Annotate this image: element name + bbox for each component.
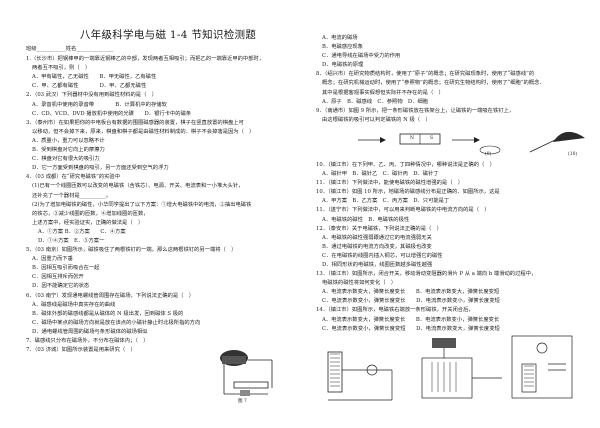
option-line: A．电磁铁的磁性 B．电磁铁的极性 <box>322 216 410 223</box>
option-line: A．甲方案 B．乙方案 C．丙方案 D．只可能是丁 <box>322 198 450 205</box>
question-line: 5．（03 南京）如图所示，磁铁吸住了两根铁钉的一端，那么这两根铁钉的另一端将（… <box>26 247 237 254</box>
option-line: C．因相互排斥而张开 <box>32 274 84 281</box>
question-line: 两者互不吸引，则（ ） <box>32 65 91 72</box>
figure-9-caption: (9) <box>485 152 492 157</box>
question-line: 概念；在研究机械运动时，使用了“参照物”的概念；在研究生物结构时，使用了“细胞”… <box>322 80 545 87</box>
question-line: 10．（镇江市）如图 10 所示，地磁场的磁感线分布是正确的．如图所示，这是 <box>316 189 500 196</box>
figure-7-caption: 图 7 <box>238 399 247 404</box>
option-line: C．电流表示数变小，弹簧长度变长 D．电流表示数变小，弹簧长度变短 <box>322 298 500 305</box>
question-line: 6．（03 南宁）发现通电螺线管周围存在磁场，下列说法正确的是（ ） <box>26 292 195 299</box>
option-line: B．通过电磁铁的电流方向改变，其磁极也改变 <box>322 243 432 250</box>
figure-9-10-row: N S (9) (10) <box>340 122 590 160</box>
question-line: 由这根磁铁的吸引可以判定磁铁的 N 极（ ） <box>322 116 431 123</box>
question-line: 11．（镇江市）下列做法中，能使电磁铁的磁性增强的是（ ） <box>316 180 464 187</box>
question-line: 以移动，但不会掉下来，原来，棋盘和棋子都是由磁性材料制成的．棋子不会掉落是因为（… <box>32 128 255 135</box>
option-line: B．磁体外部的磁感线都是从磁体的 N 极出发，回到磁体 S 极的 <box>32 310 184 317</box>
bar-magnet-s-label: S <box>430 136 434 141</box>
question-line: 4．（03 成都）在“研究电磁铁”的实验中 <box>26 174 121 181</box>
question-line: 其中是根据客观事实假想但实际并不存在的是（ ） <box>322 89 444 96</box>
question-line: 1.（长沙市）把钢棒甲的一端靠近钢棒乙的中部，发现两者互相吸引；而把乙的一端靠近… <box>26 56 265 63</box>
option-line: A．因重力而下垂 <box>32 256 73 263</box>
question-line: 9．（南通市）如图 9 所示，把一条形磁铁放在铁架台上，让磁铁的一端吸在铁钉上， <box>316 107 515 114</box>
option-line: A．磁感线是磁场中真实存在的曲线 <box>32 301 116 308</box>
option-line: B．受到棋盘对它向上的摩擦力 <box>32 147 105 154</box>
option-line: A．电磁铁的磁性强弱跟通过它的电流强弱无关 <box>322 234 432 241</box>
option-line: A．电流表示数变大，弹簧长度变长 B．电流表示数变小，弹簧长度变长 <box>322 316 500 323</box>
class-name-line: 班级___________姓名______________ <box>26 46 114 52</box>
option-line: D．相同形状的电磁铁，线圈匝数越多磁性越强 <box>322 261 433 268</box>
option-line: C．在电磁铁的线圈内插入铜芯，可以增强它的磁性 <box>322 252 443 259</box>
option-line: C．磁场中某点的磁场方向就是放在该点的小磁针静止时北极所指的方向 <box>32 319 201 326</box>
question-line: 10．（镇江市）在下列甲、乙、丙、丁四种情况中，哪种说法是正确的（ ） <box>316 161 495 168</box>
option-line: A．电流的磁场 <box>322 35 358 41</box>
question-line: 13．（镇江市）如图所示，闭合开关，移动滑动变阻器的滑片 P 从 a 端向 b … <box>316 271 537 278</box>
option-line: D．通电螺线管周围的磁场与条形磁体的磁场相似 <box>32 328 148 335</box>
question-line: 2．（03 武汉）下列器材中没有用到磁性材料的是（ ） <box>26 92 157 99</box>
question-line: 12．（泰安市）关于电磁铁，下列说法正确的是（ ） <box>316 225 442 232</box>
option-line: B．因相互吸引而吸合在一起 <box>32 265 100 272</box>
bar-magnet-n-label: N <box>410 136 414 141</box>
figure-10-caption: (10) <box>568 152 578 157</box>
left-questions: 1.（长沙市）把钢棒甲的一端靠近钢棒乙的中部，发现两者互相吸引；而把乙的一端靠近… <box>26 55 310 355</box>
question-line: 电磁铁的磁性将如何变化（ ） <box>322 280 397 287</box>
question-line: 7．磁感线只分布在磁场外，不分布在磁体内；（ ） <box>26 338 149 344</box>
question-line: (1)已有一个线圈匝数可以改变的电磁铁（含铁芯）、电源、开关、电流表和一小堆大头… <box>32 183 244 190</box>
question-line: (2)为了增加电磁铁的磁性，小华同学提出了以下方案：①增大电磁铁中的电流，②抽出… <box>32 201 252 208</box>
option-line: C．CD、VCD、DVD 播放机中使用的光碟 D．银行卡中的磁条 <box>32 110 192 117</box>
question-line: 7．（03 济城）如图所示装置是用来研究（ ） <box>26 347 136 354</box>
option-line: A．原子 B．磁感线 C．参照物 D．细胞 <box>322 98 429 105</box>
left-column: 八年级科学电与磁 1-4 节知识检测题 班级___________姓名_____… <box>26 8 310 355</box>
option-line: C．通电导线在磁场中受力的作用 <box>322 53 401 60</box>
option-line: C．棋盘对它有很大的吸引力 <box>32 156 100 163</box>
option-line: A．质量小，重力可以忽略不计 <box>32 137 105 144</box>
figure-7-apparatus: 图 7 <box>212 338 282 410</box>
option-line: A．磁针甲 B．磁针乙 C．磁针丙 D．磁针丁 <box>322 171 439 178</box>
question-line: 14．（镇江市）如图所示，电磁铁右端放一条形磁铁，开关闭合后， <box>316 307 474 314</box>
option-line: B．电磁感应现象 <box>322 44 363 51</box>
right-column: A．电流的磁场 B．电磁感应现象 C．通电导线在磁场中受力的作用 D．电磁铁的原… <box>316 8 586 334</box>
option-line: D．因不能确定它的状态 <box>32 283 90 290</box>
question-line: 8．（绍兴市）在研究物质结构时，使用了“原子”的概念；在研究磁现象时，使用了“磁… <box>316 71 535 78</box>
question-line: 还补充了一个器材是__________。 <box>32 192 112 199</box>
question-line: 上述方案中，经实验证实，正确的做法是（ ） <box>32 219 144 226</box>
page-title: 八年级科学电与磁 1-4 节知识检测题 <box>79 29 257 41</box>
circuit-figures <box>322 330 592 420</box>
option-line: C．电流表示数变小，弹簧长度变短 D．电流表示数变大，弹簧长度变短 <box>322 325 500 332</box>
option-line: A．甲有磁性，乙无磁性 B．甲无磁性，乙有磁性 <box>32 74 157 81</box>
question-line: 3．（泰州市）在如果把你的中电板台有数据的围圈磁感器的装置，棋子在竖直放置的棋盘… <box>26 119 244 126</box>
option-line: C．甲、乙都有磁性 D．甲、乙都无磁性 <box>32 83 147 90</box>
option-line: D．它一方面受到棋盘的吸引，另一方面还受到空气的浮力 <box>32 165 169 172</box>
option-line: D．①④方案 E．③方案一 <box>38 237 105 244</box>
option-line: A．①方案 B．②方案 C．④方案 <box>38 228 126 235</box>
option-line: D．电磁铁的原理 <box>322 62 364 69</box>
option-line: A．电流表示数变大，弹簧长度变长 B．电流表示数变大，弹簧长度变短 <box>322 289 500 296</box>
question-line: 11．（遂宁市）下列做法中，可以用来判断电磁铁的中电流方向的是（ ） <box>316 207 490 214</box>
option-line: A．录音机中使用的录音带 B．计算机中的存储软 <box>32 101 167 108</box>
question-line: 的铁芯，③减少线圈的匝数，④增加线圈的匝数， <box>32 210 149 217</box>
